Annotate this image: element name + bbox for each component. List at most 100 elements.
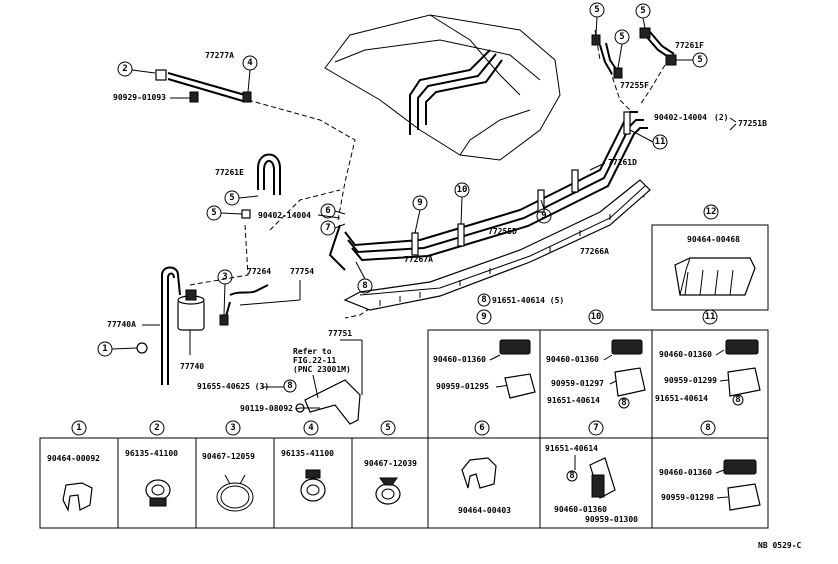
- callout-8: 8: [477, 293, 491, 307]
- svg-text:90119-08092: 90119-08092: [240, 404, 293, 413]
- svg-text:8: 8: [621, 398, 626, 408]
- hose-77255F: [591, 34, 623, 79]
- callout-11: 11: [652, 134, 668, 150]
- callout-3: 3: [225, 420, 241, 436]
- svg-text:90467-12039: 90467-12039: [364, 459, 417, 468]
- svg-text:77277A: 77277A: [205, 51, 234, 60]
- svg-text:3: 3: [222, 272, 227, 282]
- svg-text:77264: 77264: [247, 267, 271, 276]
- callout-10: 10: [454, 182, 470, 198]
- svg-text:8: 8: [362, 281, 367, 291]
- svg-text:4: 4: [308, 423, 314, 433]
- svg-text:90460-01360: 90460-01360: [433, 355, 486, 364]
- svg-text:5: 5: [385, 423, 390, 433]
- svg-text:11: 11: [705, 312, 716, 322]
- hose-77277A: [155, 69, 252, 103]
- hose-77261F: [639, 27, 677, 66]
- callout-9: 9: [412, 195, 428, 211]
- svg-text:5: 5: [594, 5, 599, 15]
- svg-text:77261F: 77261F: [675, 41, 704, 50]
- svg-text:8: 8: [569, 471, 574, 481]
- callout-5: 5: [692, 52, 708, 68]
- svg-text:77740A: 77740A: [107, 320, 136, 329]
- svg-text:3: 3: [230, 423, 235, 433]
- callout-2: 2: [149, 420, 165, 436]
- svg-text:77255F: 77255F: [620, 81, 649, 90]
- svg-text:2: 2: [122, 64, 127, 74]
- svg-text:90959-01299: 90959-01299: [664, 376, 717, 385]
- callout-8: 8: [618, 397, 630, 409]
- callout-6: 6: [474, 420, 490, 436]
- callout-9: 9: [476, 309, 492, 325]
- svg-text:6: 6: [325, 206, 330, 216]
- callout-5: 5: [589, 2, 605, 18]
- svg-text:77740: 77740: [180, 362, 204, 371]
- svg-text:90929-01093: 90929-01093: [113, 93, 166, 102]
- svg-text:9: 9: [481, 312, 486, 322]
- svg-text:10: 10: [591, 312, 602, 322]
- detail-box-1: 1 90464-00092: [39, 420, 119, 529]
- svg-text:90464-00403: 90464-00403: [458, 506, 511, 515]
- svg-text:90460-01360: 90460-01360: [659, 350, 712, 359]
- callout-5: 5: [380, 420, 396, 436]
- callout-5: 5: [224, 190, 240, 206]
- detail-box-9: 9 90460-01360 90959-01295: [427, 309, 541, 439]
- svg-text:2: 2: [154, 423, 159, 433]
- callout-7: 7: [588, 420, 604, 436]
- svg-text:90402-14004: 90402-14004: [654, 113, 707, 122]
- svg-text:90959-01297: 90959-01297: [551, 379, 604, 388]
- svg-text:5: 5: [229, 193, 234, 203]
- hose-77261E: [241, 153, 281, 219]
- svg-text:77751: 77751: [328, 329, 352, 338]
- svg-text:5: 5: [640, 6, 645, 16]
- svg-text:FIG.22-11: FIG.22-11: [293, 356, 337, 365]
- callout-leaders: [111, 16, 693, 350]
- svg-text:77267A: 77267A: [404, 255, 433, 264]
- svg-text:96135-41100: 96135-41100: [281, 449, 334, 458]
- svg-text:7: 7: [325, 223, 330, 233]
- svg-text:77255D: 77255D: [488, 227, 517, 236]
- svg-text:90464-00092: 90464-00092: [47, 454, 100, 463]
- callout-3: 3: [217, 269, 233, 285]
- detail-box-4: 4 96135-41100: [273, 420, 353, 529]
- bracket-77751: [295, 379, 361, 425]
- svg-text:5: 5: [619, 32, 624, 42]
- main-part-labels: 77277A 90929-01093 77261F 77255F 90402-1…: [107, 41, 767, 413]
- callout-8: 8: [566, 470, 578, 482]
- svg-text:5: 5: [697, 55, 702, 65]
- svg-text:1: 1: [76, 423, 81, 433]
- callout-1: 1: [71, 420, 87, 436]
- svg-text:9: 9: [417, 198, 422, 208]
- callout-8: 8: [732, 394, 744, 406]
- drawing-code: NB 0529-C: [758, 541, 802, 550]
- svg-text:90959-01300: 90959-01300: [585, 515, 638, 524]
- svg-text:91655-40625 (3): 91655-40625 (3): [197, 382, 269, 391]
- callout-5: 5: [635, 3, 651, 19]
- svg-text:12: 12: [706, 207, 717, 217]
- svg-text:8: 8: [287, 381, 292, 391]
- callout-11: 11: [702, 309, 718, 325]
- svg-text:90460-01360: 90460-01360: [659, 468, 712, 477]
- line-protector-bracket: [343, 179, 651, 311]
- callout-10: 10: [588, 309, 604, 325]
- svg-text:90460-01360: 90460-01360: [554, 505, 607, 514]
- svg-text:96135-41100: 96135-41100: [125, 449, 178, 458]
- svg-text:77261D: 77261D: [608, 158, 637, 167]
- svg-text:77261E: 77261E: [215, 168, 244, 177]
- svg-text:9: 9: [541, 211, 546, 221]
- svg-text:91651-40614: 91651-40614: [655, 394, 708, 403]
- svg-text:90959-01295: 90959-01295: [436, 382, 489, 391]
- detail-box-12: 12 90464-00468: [651, 204, 769, 311]
- detail-box-11: 11 90460-01360 90959-01299 91651-40614 8: [651, 309, 769, 439]
- svg-text:6: 6: [479, 423, 484, 433]
- svg-text:91651-40614: 91651-40614: [545, 444, 598, 453]
- svg-text:10: 10: [457, 185, 468, 195]
- detail-box-10: 10 90460-01360 90959-01297 91651-40614 8: [539, 309, 653, 439]
- detail-box-2: 2 96135-41100: [117, 420, 197, 529]
- detail-box-7: 7 91651-40614 8 90460-01360 90959-01300: [539, 420, 653, 529]
- svg-text:5: 5: [211, 208, 216, 218]
- svg-text:7: 7: [593, 423, 598, 433]
- svg-text:91651-40614 (5): 91651-40614 (5): [492, 296, 564, 305]
